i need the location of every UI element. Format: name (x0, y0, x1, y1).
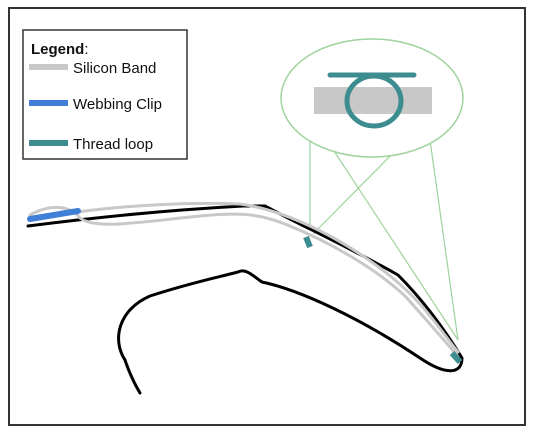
callout-lines (309, 135, 459, 341)
legend-swatch-silicon-band (29, 64, 68, 70)
legend-label-thread-loop: Thread loop (73, 136, 153, 153)
legend-title: Legend: (31, 41, 89, 58)
hook-outline (26, 204, 464, 395)
zoom-silicon-band (314, 87, 432, 114)
thread-loop-marker (303, 235, 313, 249)
zoom-thread-loop (327, 72, 417, 129)
webbing-clip (27, 208, 81, 222)
silicon-band (28, 201, 460, 356)
legend-swatch-webbing-clip (29, 100, 68, 106)
legend-swatch-thread-loop (29, 140, 68, 146)
thread-loop-marker (449, 351, 463, 364)
legend-label-silicon-band: Silicon Band (73, 60, 156, 77)
legend-label-webbing-clip: Webbing Clip (73, 96, 162, 113)
legend-box (22, 29, 188, 160)
legend: Legend: Silicon Band Webbing Clip Thread… (22, 29, 188, 160)
